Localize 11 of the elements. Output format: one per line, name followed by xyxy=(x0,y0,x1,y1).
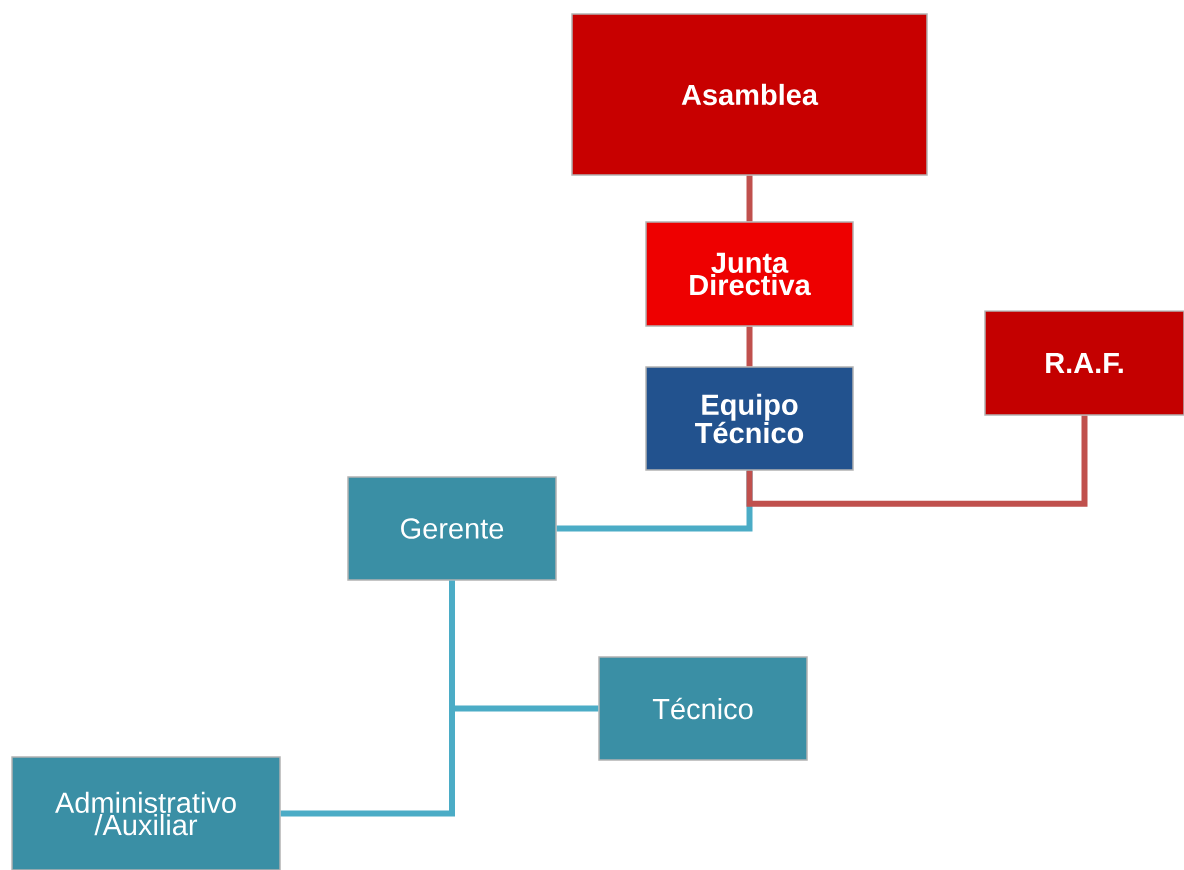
connector-line xyxy=(746,175,753,222)
org-box: Técnico xyxy=(598,656,808,761)
org-box: Administrativo /Auxiliar xyxy=(11,756,281,870)
org-box: Gerente xyxy=(347,476,557,581)
org-box: Equipo Técnico xyxy=(645,366,854,471)
org-box: Asamblea xyxy=(571,13,928,176)
org-box: R.A.F. xyxy=(984,310,1184,416)
connector-line xyxy=(746,415,1088,507)
org-box: Junta Directiva xyxy=(645,221,854,327)
connector-line xyxy=(746,326,753,367)
connector-line xyxy=(280,580,455,817)
